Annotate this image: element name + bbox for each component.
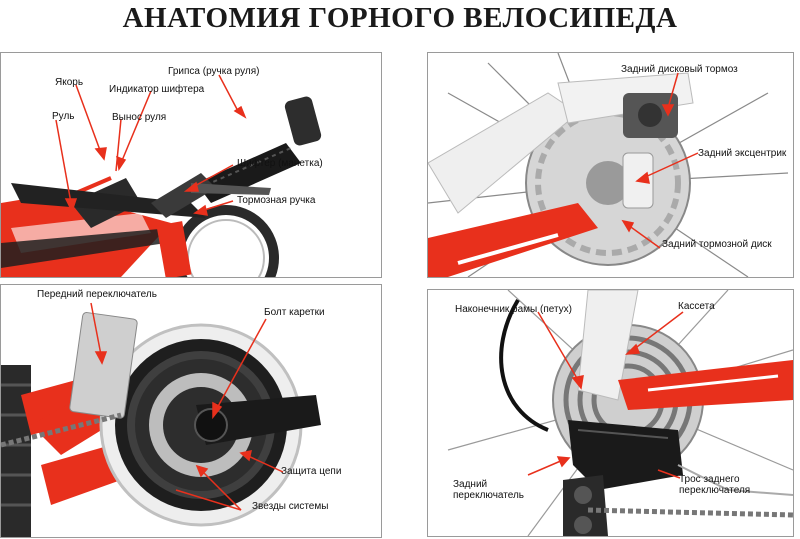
rear-brake-panel: Задний дисковый тормоз Задний эксцентрик… (427, 52, 794, 278)
label-dropout: Наконечник рамы (петух) (455, 304, 573, 315)
handlebar-illustration (1, 74, 322, 277)
label-shifter: Шифтер (манетка) (237, 158, 323, 169)
label-rear-disc-brake: Задний дисковый тормоз (621, 64, 738, 75)
label-shifter-indicator: Индикатор шифтера (109, 84, 205, 95)
label-brake-lever: Тормозная ручка (237, 195, 316, 206)
label-rear-derailleur: Задний переключатель (453, 479, 524, 501)
label-rear-quick-release: Задний эксцентрик (698, 148, 787, 159)
label-grips: Грипса (ручка руля) (168, 66, 260, 77)
label-cassette: Кассета (678, 301, 715, 312)
label-front-derailleur: Передний переключатель (37, 289, 157, 300)
page-title: АНАТОМИЯ ГОРНОГО ВЕЛОСИПЕДА (122, 2, 678, 34)
label-chainrings: Звезды системы (252, 501, 329, 512)
label-chain-guard: Защита цепи (281, 466, 342, 477)
rear-brake-illustration (428, 53, 789, 277)
crankset-panel: Передний переключатель Болт каретки Защи… (0, 284, 382, 538)
rear-derailleur-panel: Наконечник рамы (петух) Кассета Задний п… (427, 289, 794, 537)
label-handlebar: Руль (52, 111, 75, 122)
label-stem: Вынос руля (112, 112, 167, 123)
label-rear-brake-disc: Задний тормозной диск (662, 239, 772, 250)
crankset-illustration (1, 302, 321, 537)
label-rear-derailleur-cable: Трос заднего переключателя (679, 474, 751, 496)
label-anchor: Якорь (55, 77, 84, 88)
rear-derailleur-illustration (447, 290, 793, 536)
handlebar-panel: Грипса (ручка руля) Якорь Индикатор шифт… (0, 52, 382, 278)
label-crank-bolt: Болт каретки (264, 307, 325, 318)
